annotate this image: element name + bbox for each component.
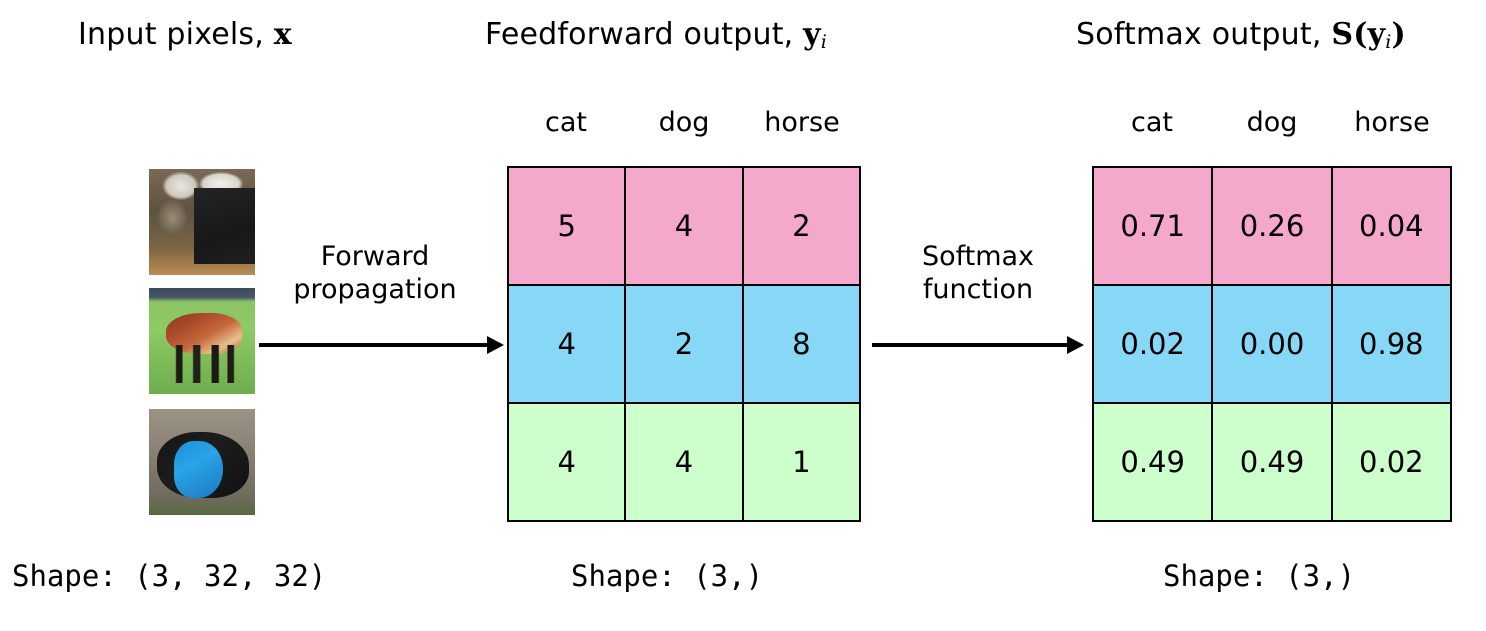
softmax-cell-r2c2: 0.02 xyxy=(1330,402,1453,522)
feedforward-title-text: Feedforward output, xyxy=(485,17,804,52)
feedforward-cell-r0c1: 4 xyxy=(624,166,744,286)
feedforward-cell-r1c2: 8 xyxy=(741,284,862,404)
table-row: 0.71 0.26 0.04 xyxy=(1091,166,1453,286)
softmax-cell-r2c1: 0.49 xyxy=(1211,402,1333,522)
input-title-text: Input pixels, xyxy=(78,17,274,52)
feedforward-column-title: Feedforward output, yi xyxy=(485,18,827,59)
input-column-title: Input pixels, x xyxy=(78,18,292,52)
feedforward-header-cat: cat xyxy=(545,107,587,138)
softmax-function-arrow-head xyxy=(1067,336,1084,354)
softmax-cell-r2c0: 0.49 xyxy=(1091,402,1214,522)
softmax-header-dog: dog xyxy=(1246,107,1298,138)
forward-propagation-label-line1: Forward xyxy=(320,241,430,272)
softmax-header-horse: horse xyxy=(1354,107,1430,138)
input-shape-label: Shape: (3, 32, 32) xyxy=(12,559,327,593)
softmax-function-label-line1: Softmax xyxy=(921,241,1035,272)
softmax-title-text: Softmax output, xyxy=(1076,17,1332,52)
feedforward-title-math: y xyxy=(803,17,821,52)
forward-propagation-arrow-line xyxy=(259,343,487,347)
softmax-cell-r1c1: 0.00 xyxy=(1211,284,1333,404)
forward-propagation-arrow-head xyxy=(487,336,504,354)
softmax-column-title: Softmax output, S(yi) xyxy=(1076,18,1406,59)
table-row: 5 4 2 xyxy=(506,166,862,286)
softmax-shape-label: Shape: (3,) xyxy=(1163,559,1356,593)
feedforward-cell-r2c2: 1 xyxy=(741,402,862,522)
table-row: 4 4 1 xyxy=(506,402,862,522)
dog-thumbnail xyxy=(149,409,255,515)
feedforward-shape-label: Shape: (3,) xyxy=(571,559,764,593)
softmax-cell-r0c2: 0.04 xyxy=(1330,166,1453,286)
softmax-cell-r1c2: 0.98 xyxy=(1330,284,1453,404)
forward-propagation-label-line2: propagation xyxy=(293,274,457,305)
softmax-cell-r1c0: 0.02 xyxy=(1091,284,1214,404)
feedforward-cell-r0c2: 2 xyxy=(741,166,862,286)
softmax-header-cat: cat xyxy=(1131,107,1173,138)
softmax-output-table: 0.71 0.26 0.04 0.02 0.00 0.98 0.49 0.49 … xyxy=(1091,166,1453,522)
softmax-function-arrow-line xyxy=(872,343,1067,347)
feedforward-header-dog: dog xyxy=(658,107,710,138)
forward-propagation-label: Forward propagation xyxy=(259,240,491,306)
softmax-cell-r0c1: 0.26 xyxy=(1211,166,1333,286)
softmax-title-math-y: y xyxy=(1367,17,1386,52)
horse-thumbnail xyxy=(149,288,255,394)
table-row: 4 2 8 xyxy=(506,284,862,404)
softmax-title-subscript: i xyxy=(1385,31,1392,53)
table-row: 0.49 0.49 0.02 xyxy=(1091,402,1453,522)
softmax-title-open-paren: ( xyxy=(1353,17,1368,52)
feedforward-title-subscript: i xyxy=(820,31,828,53)
softmax-function-label: Softmax function xyxy=(872,240,1084,306)
feedforward-output-table: 5 4 2 4 2 8 4 4 1 xyxy=(506,166,862,522)
cat-thumbnail xyxy=(149,169,255,275)
feedforward-cell-r2c1: 4 xyxy=(624,402,744,522)
feedforward-cell-r1c0: 4 xyxy=(506,284,627,404)
feedforward-cell-r0c0: 5 xyxy=(506,166,627,286)
softmax-title-math-s: S xyxy=(1331,17,1354,52)
table-row: 0.02 0.00 0.98 xyxy=(1091,284,1453,404)
softmax-title-close-paren: ) xyxy=(1391,17,1406,52)
softmax-function-label-line2: function xyxy=(922,274,1034,305)
feedforward-header-horse: horse xyxy=(764,107,840,138)
feedforward-cell-r2c0: 4 xyxy=(506,402,627,522)
input-title-math: x xyxy=(273,17,292,52)
softmax-cell-r0c0: 0.71 xyxy=(1091,166,1214,286)
feedforward-cell-r1c1: 2 xyxy=(624,284,744,404)
